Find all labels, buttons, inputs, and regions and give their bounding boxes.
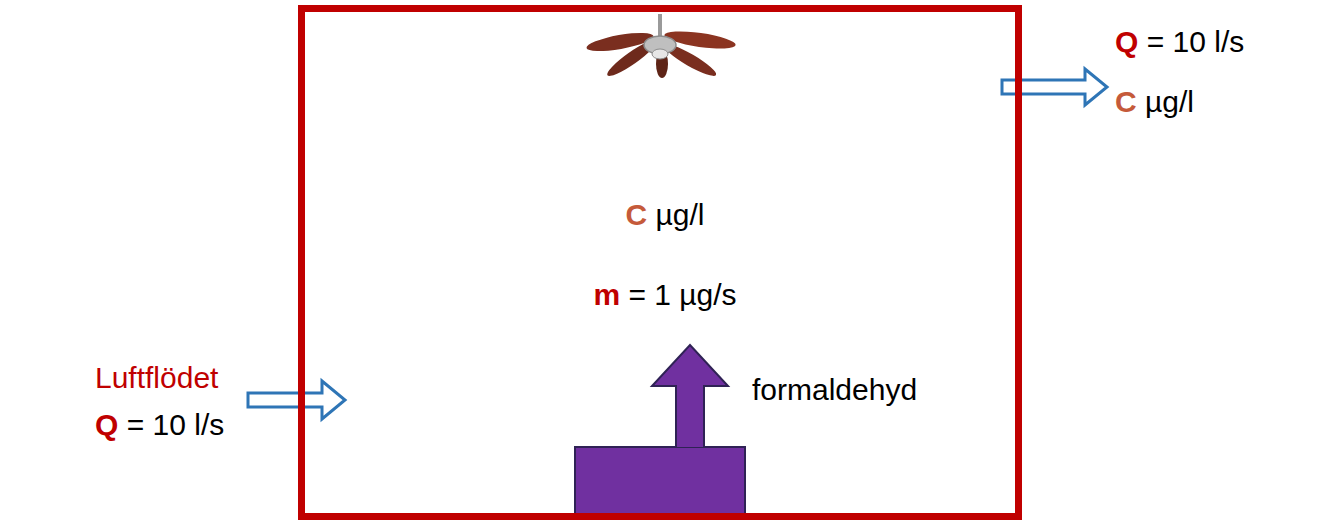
fan-rod: [658, 14, 662, 36]
airflow-title: Luftflödet: [95, 361, 218, 396]
inflow-arrow: [248, 381, 345, 419]
fan-light: [652, 49, 668, 59]
ceiling-fan: [585, 14, 736, 80]
emission-source: [575, 447, 745, 515]
concentration-text: C µg/l: [626, 198, 705, 233]
outflow-rate: Q = 10 l/s: [1115, 25, 1244, 60]
pollutant-label: formaldehyd: [752, 373, 917, 408]
inflow-rate: Q = 10 l/s: [95, 408, 224, 443]
room-box: C µg/l m = 1 µg/s: [298, 5, 1022, 520]
outflow-concentration: C µg/l: [1115, 85, 1194, 120]
emission-rate-text: m = 1 µg/s: [593, 278, 736, 313]
emission-arrow: [652, 345, 728, 447]
